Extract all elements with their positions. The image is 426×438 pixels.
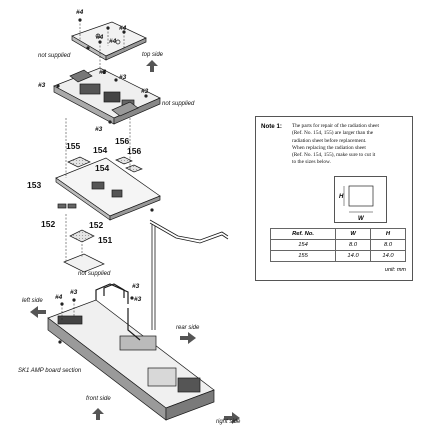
label-screw-3-h: #3 bbox=[134, 296, 142, 303]
label-screw-4-c: #4 bbox=[96, 34, 104, 41]
label-left-side: left side bbox=[22, 298, 43, 304]
label-part-154-b: 154 bbox=[95, 163, 110, 173]
label-screw-4-e: #4 bbox=[55, 294, 63, 301]
label-screw-3-e: #3 bbox=[95, 126, 103, 133]
label-screw-3-f: #3 bbox=[132, 283, 140, 290]
label-board-section: SK1 AMP board section bbox=[18, 368, 82, 374]
dimension-figure: H W bbox=[334, 176, 387, 223]
label-part-152-a: 152 bbox=[41, 219, 56, 229]
unit-note: unit: mm bbox=[384, 267, 406, 273]
sheet-151 bbox=[69, 229, 95, 243]
label-part-151: 151 bbox=[98, 235, 113, 245]
label-part-153: 153 bbox=[27, 180, 42, 190]
sheets-152 bbox=[57, 203, 77, 209]
upper-board bbox=[53, 67, 161, 125]
label-screw-3-g: #3 bbox=[70, 289, 78, 296]
label-screw-4-d: #4 bbox=[109, 38, 117, 45]
label-screw-4-a: #4 bbox=[76, 9, 84, 16]
dimension-drawing: H W bbox=[339, 185, 374, 222]
leader-lines bbox=[61, 20, 131, 320]
chassis bbox=[47, 283, 215, 421]
table-header: Ref. No. bbox=[269, 228, 337, 240]
table-row: 154 8.0 8.0 bbox=[269, 239, 406, 251]
bottom-plate bbox=[63, 253, 105, 273]
label-screw-3-a: #3 bbox=[99, 69, 107, 76]
table-header: H bbox=[370, 228, 406, 240]
table-header: W bbox=[335, 228, 372, 240]
note-line: When replacing the radiation sheet bbox=[292, 144, 366, 151]
sheet-rect bbox=[348, 185, 374, 207]
label-part-156-a: 156 bbox=[115, 136, 130, 146]
size-table: Ref. No. W H 154 8.0 8.0 155 14.0 14.0 bbox=[269, 228, 406, 262]
screws bbox=[56, 18, 154, 344]
label-not-supplied-bottom: not supplied bbox=[78, 271, 111, 277]
label-part-156-b: 156 bbox=[127, 146, 142, 156]
label-not-supplied-top: not supplied bbox=[38, 53, 71, 59]
label-part-154-a: 154 bbox=[93, 145, 108, 155]
table-cell: 8.0 bbox=[335, 239, 372, 251]
label-screw-4-b: #4 bbox=[119, 25, 127, 32]
table-cell: 14.0 bbox=[335, 250, 372, 262]
note-line: (Ref. No. 154, 155), make sure to cut it bbox=[292, 152, 376, 159]
table-cell: 14.0 bbox=[370, 250, 406, 262]
label-rear-side: rear side bbox=[176, 325, 200, 331]
main-board bbox=[55, 157, 161, 221]
table-row: 155 14.0 14.0 bbox=[269, 250, 406, 262]
table-cell: 154 bbox=[269, 239, 337, 251]
label-screw-3-c: #3 bbox=[38, 82, 46, 89]
label-screw-3-d: #3 bbox=[141, 88, 149, 95]
note-heading: Note 1: bbox=[261, 123, 282, 130]
note-text: The parts for repair of the radiation sh… bbox=[292, 123, 410, 167]
ribbon-cable bbox=[149, 219, 229, 330]
label-part-155-a: 155 bbox=[66, 141, 81, 151]
table-header-row: Ref. No. W H bbox=[269, 228, 406, 240]
note-line: (Ref. No. 154, 155) are larger than the bbox=[292, 130, 374, 137]
table-cell: 8.0 bbox=[370, 239, 406, 251]
direction-arrows bbox=[30, 60, 240, 424]
dim-w-label: W bbox=[358, 216, 365, 222]
table-cell: 155 bbox=[269, 250, 337, 262]
label-part-152-b: 152 bbox=[89, 220, 104, 230]
dim-h-label: H bbox=[339, 194, 344, 200]
note-box: Note 1: The parts for repair of the radi… bbox=[255, 116, 413, 281]
label-front-side: front side bbox=[86, 396, 111, 402]
note-line: The parts for repair of the radiation sh… bbox=[292, 123, 379, 129]
note-line: to the sizes below. bbox=[292, 159, 331, 166]
label-top-side: top side bbox=[142, 52, 164, 58]
label-not-supplied-right: not supplied bbox=[162, 101, 195, 107]
label-screw-3-b: #3 bbox=[119, 74, 127, 81]
label-right-side: right side bbox=[216, 419, 241, 425]
note-line: radiation sheet before replacement. bbox=[292, 137, 367, 144]
